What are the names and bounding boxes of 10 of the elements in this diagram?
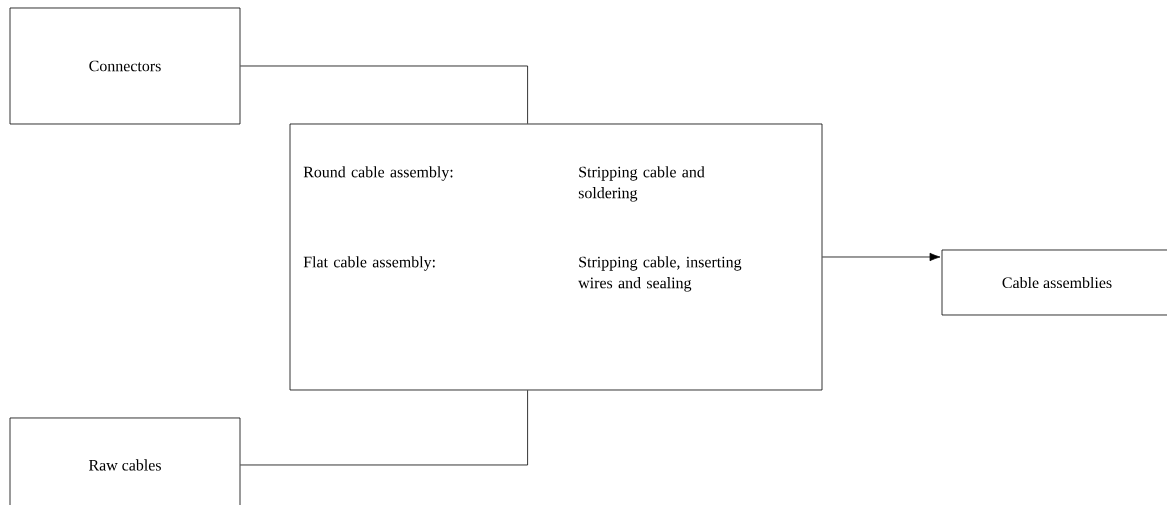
step-text: Flat cable assembly: [303,256,435,271]
connector-line [240,65,528,124]
step-text: Stripping cable, inserting wires and sealing [578,256,742,292]
process-box: Raw cables [9,417,241,505]
step-text: Stripping cable and soldering [578,166,705,202]
connector-line [822,252,941,262]
process-box: Cable assemblies [941,249,1167,316]
step-text: Round cable assembly: [303,166,453,181]
connector-line [240,390,528,466]
process-box: Connectors [9,7,241,125]
